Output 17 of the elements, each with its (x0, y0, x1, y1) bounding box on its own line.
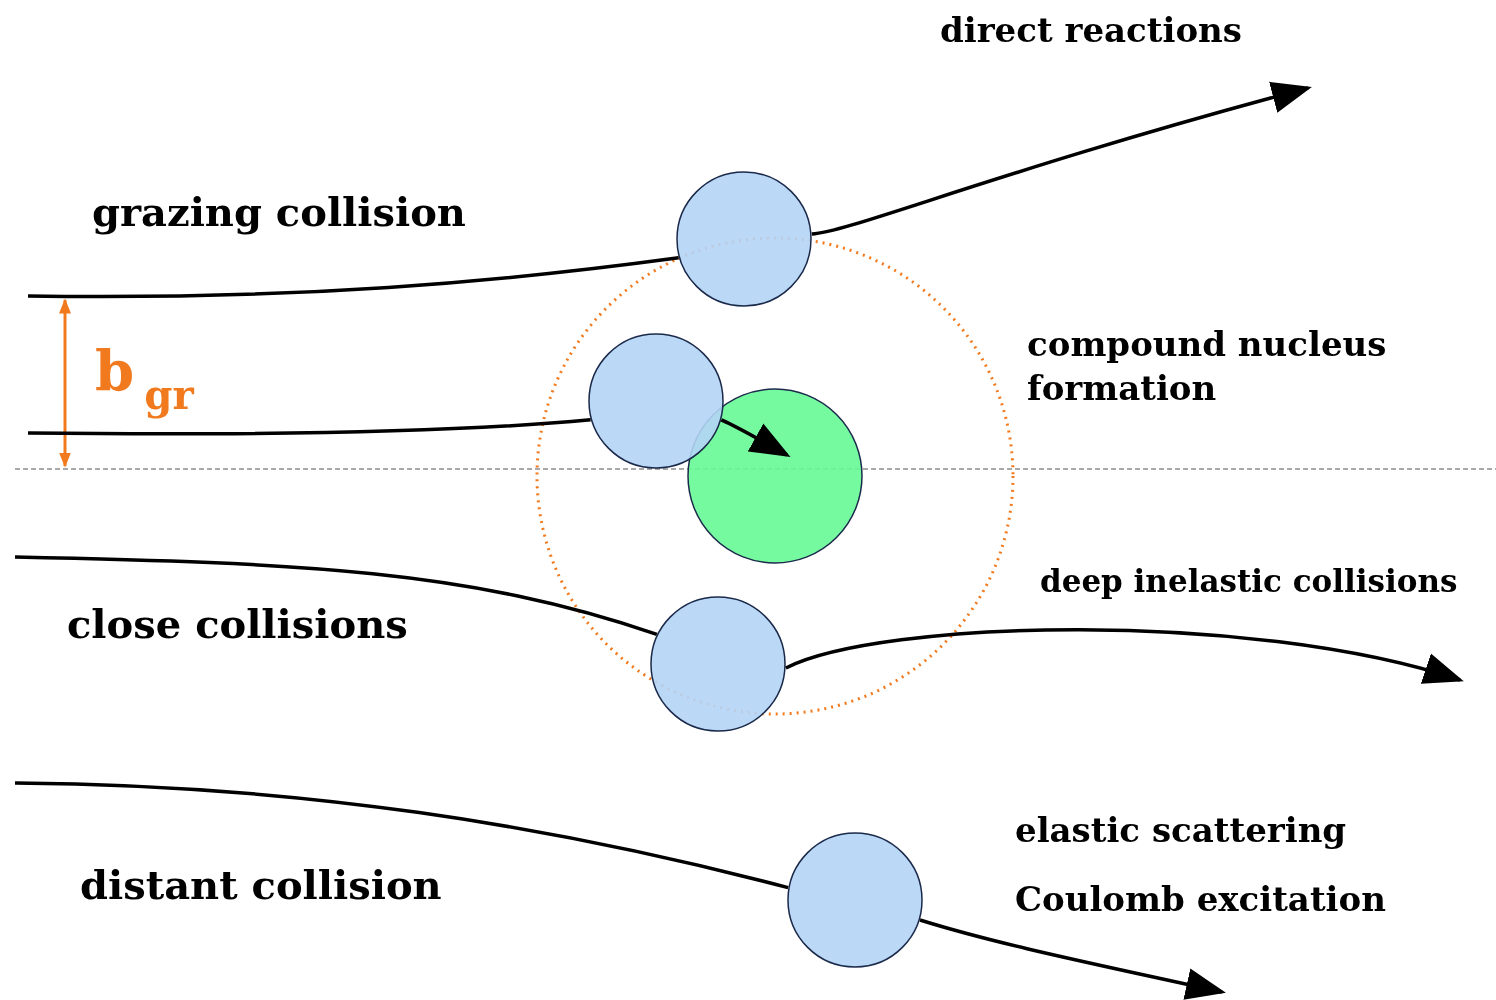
trajectory-arrow (919, 918, 1226, 1000)
process-label: close collisions (67, 599, 408, 649)
trajectory-line (14, 781, 789, 890)
trajectory-line (28, 418, 591, 436)
trajectory-line (28, 256, 679, 299)
trajectory-arrow (720, 418, 791, 457)
process-label: grazing collision (92, 187, 466, 237)
trajectory-arrow (785, 628, 1464, 686)
trajectory-line (14, 555, 658, 636)
impact-parameter-label: b$_{gr}$ (95, 337, 194, 422)
process-label: distant collision (80, 860, 442, 910)
process-label: compound nucleus formation (1027, 323, 1387, 411)
trajectory-arrow (811, 82, 1312, 236)
process-label: elastic scattering (1015, 809, 1347, 852)
process-label: deep inelastic collisions (1040, 562, 1458, 601)
process-label: Coulomb excitation (1015, 878, 1386, 921)
process-label: direct reactions (940, 9, 1242, 52)
